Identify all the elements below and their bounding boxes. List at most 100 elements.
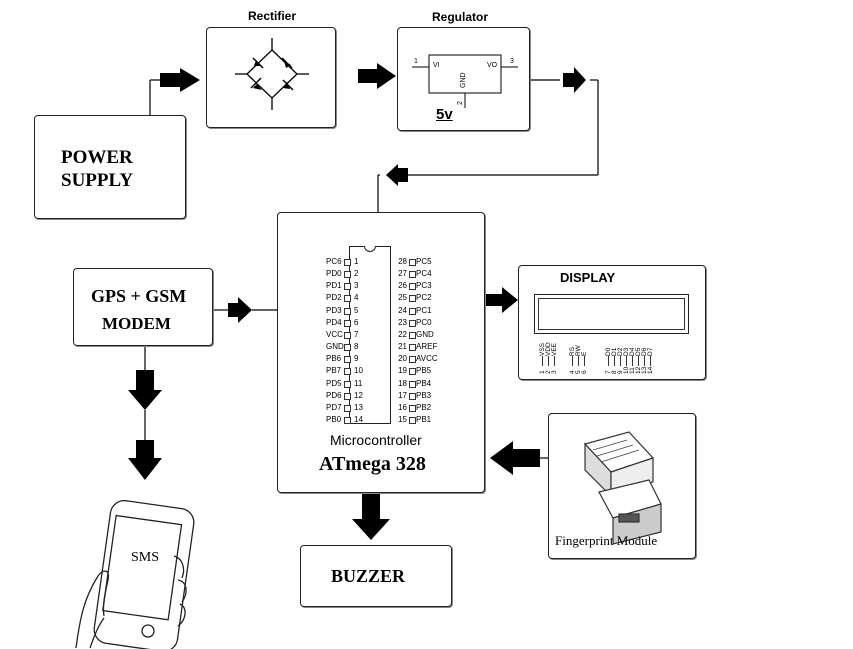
fingerprint-module-block: Fingerprint Module [548,413,696,559]
mcu-pin-num-right: 27 [398,269,407,279]
mcu-pin-box-right [409,271,416,279]
mcu-pin-num-left: 14 [354,414,363,424]
mcu-pin-num-right: 18 [398,378,407,388]
arrows [128,63,586,540]
arrow-mcu-to-buzzer [352,493,390,540]
mcu-pin-num-right: 21 [398,342,407,352]
mcu-pin-box-left [344,307,351,315]
regulator-pin-num-1: 1 [414,58,418,65]
mcu-pin-num-right: 26 [398,281,407,291]
lcd-pin-line [620,356,621,366]
mcu-pin-num-left: 7 [354,329,359,339]
power-supply-label-line2: SUPPLY [61,170,134,191]
mcu-pin-name-right: PB5 [416,366,432,376]
mcu-pin-box-left [344,380,351,388]
power-supply-label-line1: POWER [61,147,133,168]
mcu-pin-name-right: PB2 [416,402,432,412]
arrow-mcu-to-display [485,287,518,313]
lcd-pin-line [578,356,579,366]
lcd-pin-line [572,356,573,366]
regulator-output-label: 5v [436,106,453,123]
mcu-pin-name-right: PC1 [416,305,432,315]
regulator-block: 1 VI VO 3 GND 2 5v [397,27,530,131]
sms-label: SMS [131,550,160,565]
mcu-pin-box-right [409,404,416,412]
arrow-gps-down-2 [128,440,162,480]
mcu-pin-num-left: 4 [354,293,359,303]
regulator-pin-vi: VI [433,62,440,69]
mcu-pin-num-right: 15 [398,414,407,424]
mcu-pin-num-right: 23 [398,317,407,327]
mcu-pin-box-right [409,283,416,291]
mcu-pin-box-left [344,319,351,327]
lcd-pin-number: 6 [581,370,588,374]
mcu-pin-num-left: 13 [354,402,363,412]
mcu-pin-box-left [344,404,351,412]
arrow-regulator-output [563,67,586,93]
mcu-pin-box-right [409,319,416,327]
mcu-pin-box-right [409,380,416,388]
mcu-pin-name-left: PD2 [326,293,342,303]
regulator-pin-num-2: 2 [457,101,464,105]
lcd-pin-line [614,356,615,366]
arrow-gps-down-1 [128,370,162,410]
mcu-pin-box-left [344,331,351,339]
mcu-pin-num-right: 20 [398,354,407,364]
mcu-pin-name-left: PB0 [326,414,342,424]
lcd-screen [534,294,689,334]
mcu-pin-box-left [344,356,351,364]
mcu-pin-name-left: PC6 [326,257,342,266]
mcu-pin-box-right [409,416,416,424]
mcu-pin-box-left [344,392,351,400]
mcu-pin-name-right: GND [416,329,434,339]
lcd-pin-line [548,356,549,366]
regulator-chip-icon [412,54,518,108]
lcd-pin-line [650,356,651,366]
mcu-pin-num-right: 17 [398,390,407,400]
mcu-pin-name-right: PC3 [416,281,432,291]
mcu-pin-box-right [409,392,416,400]
lcd-pin-line [626,356,627,366]
mcu-pin-name-left: PD7 [326,402,342,412]
regulator-pin-gnd: GND [460,72,467,88]
lcd-pin-line [542,356,543,366]
mcu-pin-name-left: PB7 [326,366,342,376]
mcu-pin-box-right [409,331,416,339]
mcu-pin-name-left: PD1 [326,281,342,291]
bridge-rectifier-icon [235,38,309,110]
gps-gsm-label-line2: MODEM [102,314,171,333]
mcu-pin-name-right: PB4 [416,378,432,388]
mcu-pin-name-right: PC4 [416,269,432,279]
lcd-pin-line [638,356,639,366]
lcd-pin-line [584,356,585,366]
arrow-rectifier-to-regulator [358,63,396,89]
lcd-pin-line [644,356,645,366]
mcu-pin-box-left [344,283,351,291]
buzzer-label: BUZZER [331,566,406,586]
mcu-pin-num-left: 8 [354,342,359,352]
mcu-chip [349,246,391,424]
mcu-pin-box-left [344,416,351,424]
mcu-pin-name-left: PD0 [326,269,342,279]
mcu-pin-box-left [344,344,351,352]
mcu-pin-name-left: PD3 [326,305,342,315]
mcu-pin-name-right: PB3 [416,390,432,400]
mcu-pin-num-left: 5 [354,305,359,315]
arrow-power-to-rectifier [160,68,200,92]
power-supply-block: POWER SUPPLY [34,115,186,219]
mcu-pin-box-right [409,307,416,315]
lcd-pin-line [554,356,555,366]
display-title: DISPLAY [560,270,616,285]
lcd-pin-name: D7 [647,347,654,356]
mcu-pin-name-right: PC0 [416,317,432,327]
regulator-pin-vo: VO [487,62,498,69]
mcu-pin-box-left [344,259,351,266]
mcu-pin-box-right [409,356,416,364]
mcu-pin-box-left [344,368,351,376]
mcu-pin-box-right [409,295,416,303]
buzzer-block: BUZZER [300,545,452,607]
rectifier-title: Rectifier [248,9,297,23]
